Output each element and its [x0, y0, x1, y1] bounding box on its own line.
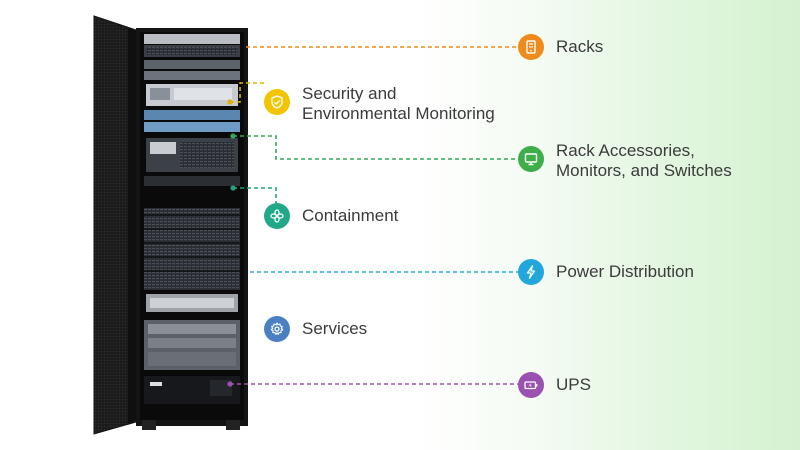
- label-security-line: Security and: [302, 84, 397, 103]
- connector-line-accessories: [233, 135, 518, 160]
- label-accessories-line: Rack Accessories,: [556, 141, 695, 160]
- label-accessories: Rack Accessories,Monitors, and Switches: [556, 141, 732, 181]
- label-ups: UPS: [556, 375, 591, 395]
- label-containment-line: Containment: [302, 206, 399, 225]
- server-rack-illustration: [93, 15, 248, 435]
- shield-check-icon: [264, 89, 290, 115]
- label-power-line: Power Distribution: [556, 262, 694, 281]
- label-security-line: Environmental Monitoring: [302, 104, 495, 123]
- label-power: Power Distribution: [556, 262, 694, 282]
- label-services-line: Services: [302, 319, 368, 338]
- server-icon: [518, 34, 544, 60]
- battery-icon: [518, 372, 544, 398]
- monitor-icon: [518, 146, 544, 172]
- label-accessories-line: Monitors, and Switches: [556, 161, 732, 180]
- label-containment: Containment: [302, 206, 398, 226]
- fan-icon: [264, 203, 290, 229]
- label-racks-line: Racks: [556, 37, 604, 56]
- label-services: Services: [302, 319, 367, 339]
- lightning-icon: [518, 259, 544, 285]
- label-ups-line: UPS: [556, 375, 591, 394]
- gear-icon: [264, 316, 290, 342]
- label-racks: Racks: [556, 37, 603, 57]
